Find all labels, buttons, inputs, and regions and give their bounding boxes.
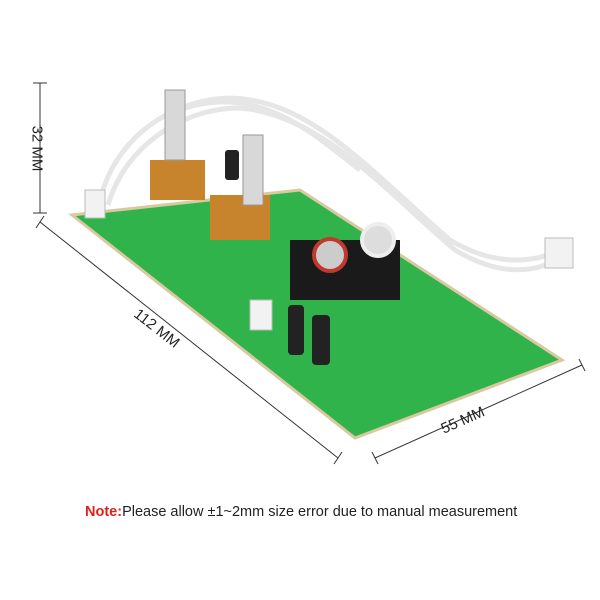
height-dimension-label: 32 MM <box>28 125 46 172</box>
dimension-lines <box>33 82 586 465</box>
measurement-note: Note:Please allow ±1~2mm size error due … <box>85 504 517 520</box>
note-text: Please allow ±1~2mm size error due to ma… <box>122 504 518 520</box>
note-label: Note: <box>85 504 123 520</box>
components <box>84 89 574 365</box>
